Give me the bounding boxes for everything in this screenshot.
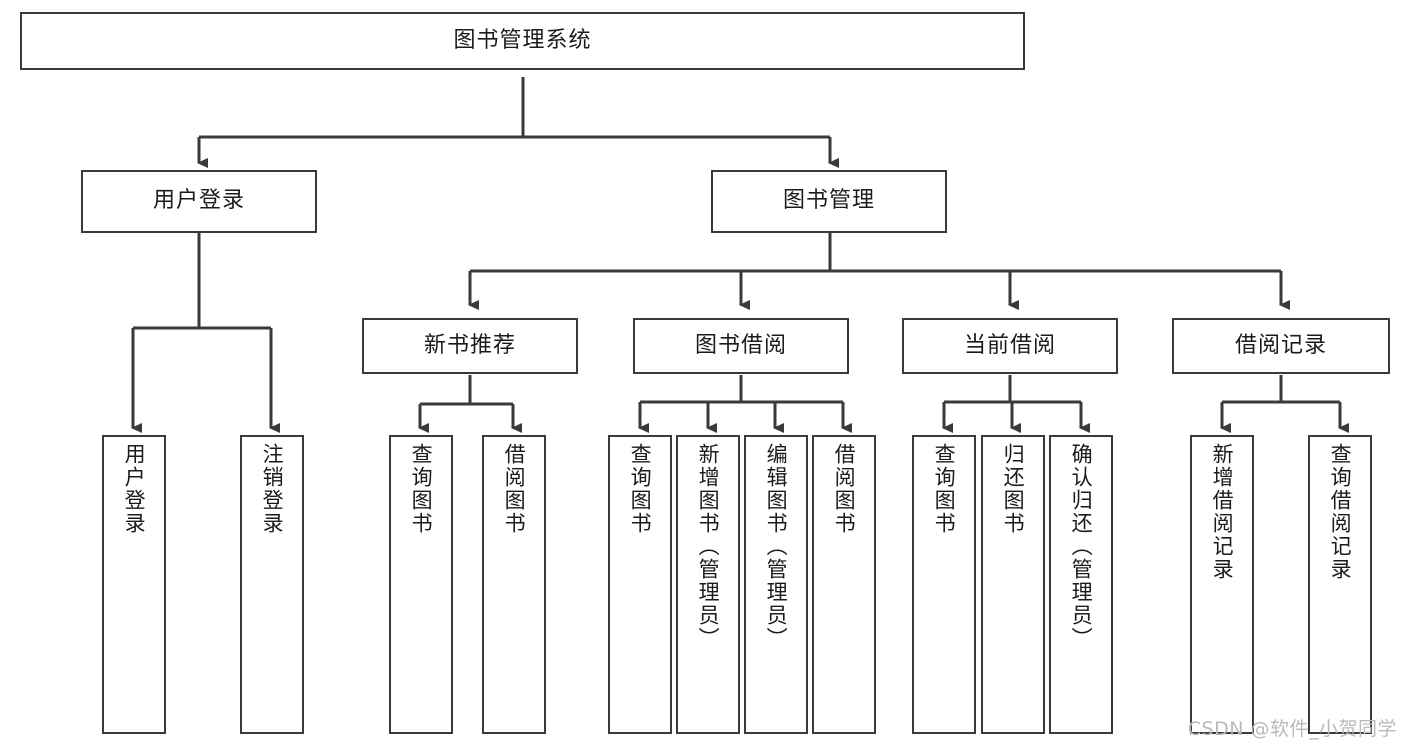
node-leaf-query-book-current[interactable]: 查询图书 — [912, 435, 976, 734]
node-label: 确认归还（管理员） — [1069, 443, 1094, 650]
node-label: 借阅图书 — [832, 443, 857, 535]
node-book-management[interactable]: 图书管理 — [711, 170, 947, 233]
node-label: 借阅图书 — [502, 443, 527, 535]
node-label: 查询图书 — [932, 443, 957, 535]
node-label: 用户登录 — [152, 188, 245, 214]
csdn-watermark: CSDN @软件_小贺同学 — [1187, 718, 1397, 740]
node-label: 查询借阅记录 — [1328, 443, 1353, 581]
node-borrow-record[interactable]: 借阅记录 — [1172, 318, 1390, 374]
node-label: 当前借阅 — [963, 332, 1056, 358]
node-label: 新增借阅记录 — [1210, 443, 1235, 581]
node-label: 编辑图书（管理员） — [764, 443, 789, 650]
node-leaf-borrow-book-recommend[interactable]: 借阅图书 — [482, 435, 546, 734]
node-label: 注销登录 — [260, 443, 285, 535]
node-leaf-add-borrow-record[interactable]: 新增借阅记录 — [1190, 435, 1254, 734]
node-label: 图书管理 — [782, 188, 875, 214]
node-new-book-recommend[interactable]: 新书推荐 — [362, 318, 578, 374]
node-current-borrow[interactable]: 当前借阅 — [902, 318, 1118, 374]
node-label: 图书借阅 — [694, 332, 787, 358]
node-root-book-management-system[interactable]: 图书管理系统 — [20, 12, 1025, 70]
node-leaf-query-book-recommend[interactable]: 查询图书 — [389, 435, 453, 734]
node-label: 用户登录 — [122, 443, 147, 535]
node-user-login[interactable]: 用户登录 — [81, 170, 317, 233]
node-label: 查询图书 — [409, 443, 434, 535]
node-leaf-query-book-borrow[interactable]: 查询图书 — [608, 435, 672, 734]
node-leaf-edit-book-admin[interactable]: 编辑图书（管理员） — [744, 435, 808, 734]
node-leaf-user-login[interactable]: 用户登录 — [102, 435, 166, 734]
node-label: 归还图书 — [1001, 443, 1026, 535]
node-leaf-borrow-book[interactable]: 借阅图书 — [812, 435, 876, 734]
node-leaf-add-book-admin[interactable]: 新增图书（管理员） — [676, 435, 740, 734]
node-label: 新书推荐 — [423, 332, 516, 358]
node-leaf-return-book[interactable]: 归还图书 — [981, 435, 1045, 734]
node-leaf-logout-login[interactable]: 注销登录 — [240, 435, 304, 734]
node-label: 新增图书（管理员） — [696, 443, 721, 650]
node-leaf-query-borrow-record[interactable]: 查询借阅记录 — [1308, 435, 1372, 734]
node-book-borrow[interactable]: 图书借阅 — [633, 318, 849, 374]
node-label: 借阅记录 — [1234, 332, 1327, 358]
node-label: 查询图书 — [628, 443, 653, 535]
node-leaf-confirm-return-admin[interactable]: 确认归还（管理员） — [1049, 435, 1113, 734]
node-label: 图书管理系统 — [453, 27, 592, 53]
